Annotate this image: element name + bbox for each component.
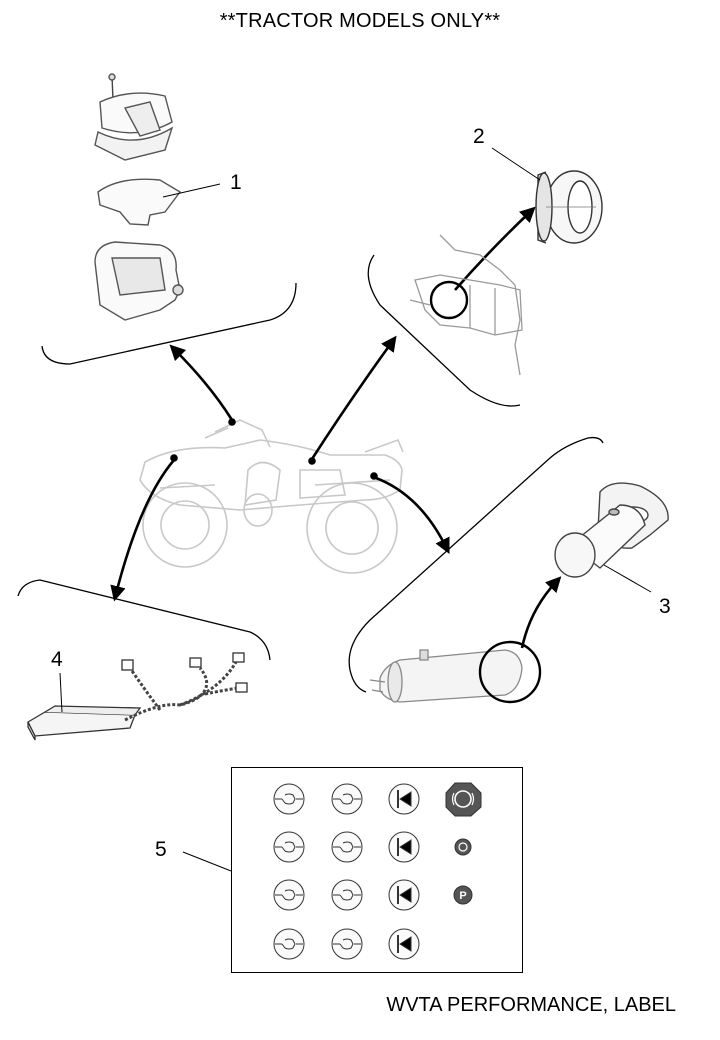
label-row-1 [273,782,482,817]
brake-warning-octagon-icon [445,782,482,817]
footer-caption: WVTA PERFORMANCE, LABEL [386,994,676,1016]
gear-small-icon [454,838,472,856]
performance-label-panel: P [231,767,523,973]
turn-signal-icon [388,783,420,815]
leader-4 [59,672,63,713]
bulb-icon [331,928,363,960]
turn-signal-icon [388,831,420,863]
silencer-insert-illustration [554,482,669,578]
atv-illustration [139,419,404,574]
group3-bracket [348,436,604,693]
leader-5 [182,851,232,872]
callout-5: 5 [155,838,167,861]
switch-housing-illustration [94,73,184,321]
label-row-3: P [273,879,473,911]
grommet-illustration [535,170,603,244]
frame-section-illustration [409,234,523,376]
parking-letter: P [459,890,466,902]
leader-2 [491,147,541,181]
bulb-icon [273,879,305,911]
callout-1: 1 [230,171,242,194]
wire-harness-illustration [27,652,248,741]
zoom-circle-2 [429,280,469,320]
bulb-icon [273,831,305,863]
group4-bracket [17,579,271,661]
turn-signal-icon [388,879,420,911]
parking-brake-p-icon: P [453,885,473,905]
label-row-4 [273,928,420,960]
atv-pointer-dots [170,418,378,480]
muffler-illustration [369,649,523,703]
bulb-icon [273,783,305,815]
group2-bracket [367,254,521,407]
bulb-icon [331,831,363,863]
label-symbol-grid: P [273,782,482,960]
turn-signal-icon [388,928,420,960]
leader-1 [162,183,221,198]
callout-3: 3 [659,595,671,618]
callout-4: 4 [51,648,63,671]
zoom-circle-3 [478,640,542,704]
callout-2: 2 [473,125,485,148]
page-title: **TRACTOR MODELS ONLY** [219,10,501,32]
bulb-icon [273,928,305,960]
bulb-icon [331,879,363,911]
group1-bracket [41,282,297,365]
pointer-arrows [110,206,562,649]
bulb-icon [331,783,363,815]
leader-3 [603,564,652,593]
label-row-2 [273,831,472,863]
